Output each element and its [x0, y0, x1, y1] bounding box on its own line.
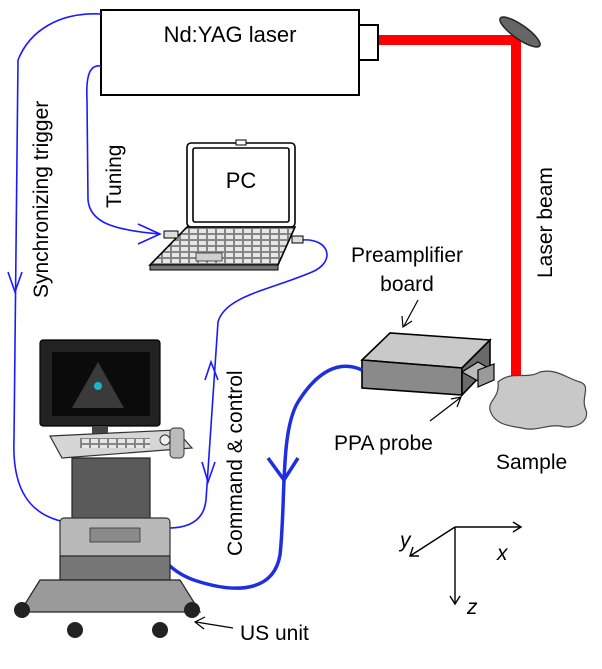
us-probe-holder: [169, 427, 185, 459]
preamp-pointer-arrow-icon: [401, 315, 413, 329]
laser-unit: Nd:YAG laser: [100, 9, 379, 96]
us-wheel-icon: [67, 622, 83, 638]
pc-port-left-icon: [163, 230, 179, 239]
axis-x-label: x: [496, 542, 509, 565]
ppa-probe-tip: [477, 363, 495, 388]
us-wheel-icon: [184, 602, 200, 618]
y-axis-arrow-icon: [409, 546, 419, 557]
us-unit: [14, 339, 202, 638]
laptop-base-edge: [149, 264, 279, 271]
laser-label: Nd:YAG laser: [164, 22, 297, 47]
probe-cable: [146, 364, 363, 590]
command-control-label: Command & control: [224, 370, 247, 556]
command-arrow-up-icon: [204, 359, 219, 381]
probe-cable-arrow-icon: [266, 456, 300, 484]
mirror-icon: [499, 16, 541, 48]
tuning-wire: [85, 65, 161, 235]
webcam-icon: [235, 139, 247, 146]
laser-box: [100, 9, 360, 96]
us-trackball-icon: [159, 434, 171, 446]
x-axis-arrow-icon: [512, 521, 523, 533]
us-ports: [89, 527, 141, 543]
us-keys: [80, 438, 150, 448]
us-wheel-icon: [14, 602, 30, 618]
signal-wires: [13, 13, 328, 529]
laser-beam-horizontal: [378, 35, 516, 45]
sync-arrow-icon: [7, 271, 23, 295]
us-monitor-neck: [92, 426, 108, 436]
pc-port-right-icon: [291, 235, 304, 244]
us-pointer-arrow-icon: [193, 616, 206, 630]
sync-trigger-label: Synchronizing trigger: [30, 101, 53, 298]
pc-laptop: PC: [148, 139, 304, 271]
us-column: [71, 457, 151, 523]
axis-z-label: z: [466, 596, 478, 619]
z-axis-arrow-icon: [449, 595, 461, 606]
ppa-pointer-line: [429, 397, 461, 422]
preamp-label-line2: board: [380, 273, 434, 296]
ppa-pointer-arrow-icon: [450, 396, 462, 408]
laser-beam-vertical: [511, 35, 521, 400]
preamp-label-line1: Preamplifier: [351, 244, 463, 267]
us-pointer-line: [195, 621, 234, 629]
touchpad-icon: [195, 252, 223, 262]
laptop-screen: [192, 147, 290, 223]
sync-trigger-wire: [13, 13, 102, 523]
ppa-probe-label: PPA probe: [334, 432, 433, 455]
us-unit-label: US unit: [240, 622, 309, 645]
laser-beam-label: Laser beam: [534, 167, 557, 278]
us-base: [18, 579, 202, 613]
pc-label: PC: [226, 168, 257, 193]
preamplifier-board: [360, 332, 495, 397]
laser-aperture: [358, 24, 379, 61]
us-wheel-icon: [152, 622, 168, 638]
tuning-label: Tuning: [103, 145, 126, 208]
us-doppler-spot: [94, 382, 102, 390]
sample-label: Sample: [496, 451, 567, 474]
y-axis-line: [409, 526, 456, 557]
command-arrow-down-icon: [201, 461, 216, 485]
sample-shape: [489, 370, 588, 430]
us-lower-bay: [59, 555, 171, 581]
axis-y-label: y: [398, 529, 412, 552]
laser-beam-path: [378, 35, 521, 400]
tuning-arrow-icon: [137, 223, 162, 245]
wire-arrows: [7, 223, 219, 485]
preamp-pointer-line: [403, 299, 419, 327]
command-control-wire: [167, 239, 328, 529]
coordinate-axes: [409, 521, 523, 606]
